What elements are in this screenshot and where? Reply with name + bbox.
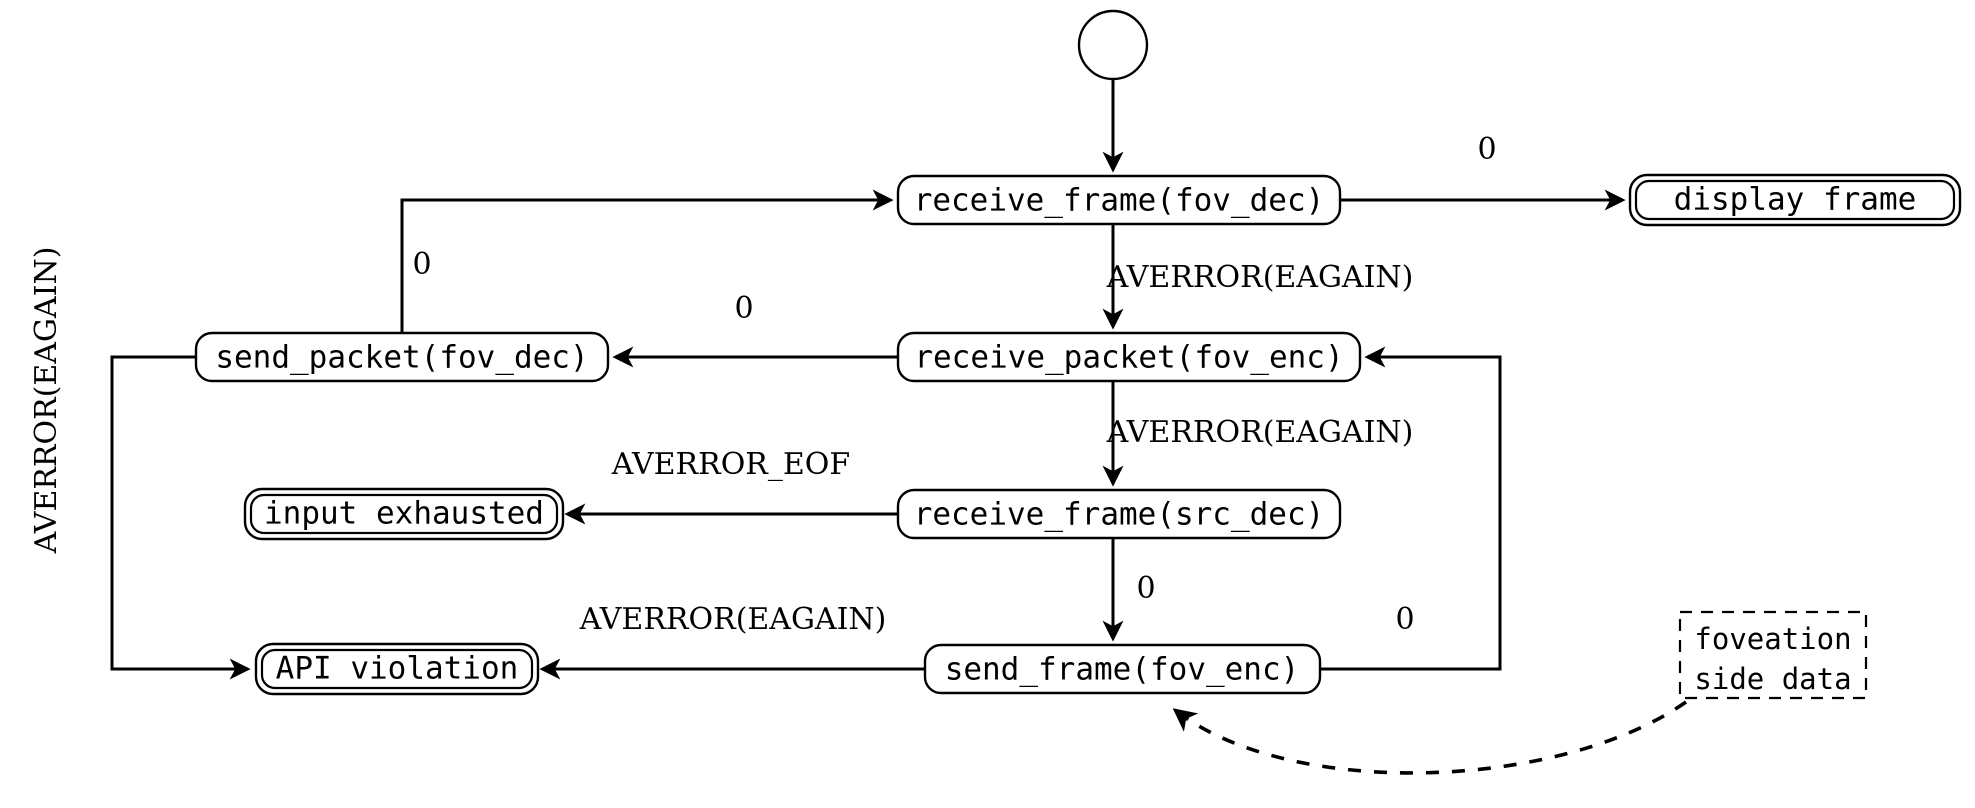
node-label-receive-frame-src-dec: receive_frame(src_dec) [914, 497, 1325, 533]
node-send-packet-fov-dec[interactable]: send_packet(fov_dec) [194, 331, 610, 383]
edge-label-send-frame-ret: 0 [1395, 602, 1414, 637]
edge-send-frame-to-receive-packet [1320, 346, 1502, 671]
edge-label-send-packet-ret: 0 [412, 247, 431, 282]
node-label-send-frame-fov-enc: send_frame(fov_enc) [945, 652, 1300, 688]
node-receive-frame-fov-dec[interactable]: receive_frame(fov_dec) [896, 174, 1342, 226]
node-label-receive-packet-fov-enc: receive_packet(fov_enc) [914, 340, 1343, 376]
node-foveation-side-data[interactable]: foveation side data [1678, 610, 1868, 700]
node-label-send-packet-fov-dec: send_packet(fov_dec) [215, 340, 588, 376]
edge-label-src-dec-eof: AVERROR_EOF [611, 447, 850, 482]
node-label-foveation-side-data-line2: side data [1694, 662, 1851, 696]
edge-label-packet-eagain: AVERROR(EAGAIN) [1106, 415, 1414, 450]
edge-foveation-side-data-to-send-frame [1172, 700, 1688, 775]
node-start-circle[interactable] [1077, 9, 1149, 81]
node-receive-frame-src-dec[interactable]: receive_frame(src_dec) [896, 488, 1342, 540]
node-input-exhausted[interactable]: input exhausted [243, 487, 565, 541]
node-label-receive-frame-fov-dec: receive_frame(fov_dec) [914, 183, 1325, 219]
node-label-input-exhausted: input exhausted [264, 496, 544, 532]
node-display-frame[interactable]: display frame [1628, 173, 1962, 227]
edge-label-send-frame-eagain: AVERROR(EAGAIN) [579, 602, 887, 637]
node-label-display-frame: display frame [1674, 182, 1917, 218]
node-api-violation[interactable]: API violation [254, 642, 540, 696]
edge-label-display-frame-ret: 0 [1477, 132, 1496, 167]
node-send-frame-fov-enc[interactable]: send_frame(fov_enc) [923, 643, 1322, 695]
edge-label-fov-dec-eagain: AVERROR(EAGAIN) [1106, 260, 1414, 295]
edge-label-receive-packet-ret: 0 [734, 291, 753, 326]
edge-label-send-packet-eagain: AVERROR(EAGAIN) [29, 247, 64, 555]
node-label-foveation-side-data-line1: foveation [1694, 622, 1851, 656]
edge-send-packet-to-receive-frame-fov-dec [400, 189, 894, 333]
node-label-api-violation: API violation [276, 651, 519, 687]
edge-send-packet-to-api-violation [110, 355, 251, 680]
node-receive-packet-fov-enc[interactable]: receive_packet(fov_enc) [896, 331, 1362, 383]
edge-label-src-dec-ret: 0 [1136, 571, 1155, 606]
